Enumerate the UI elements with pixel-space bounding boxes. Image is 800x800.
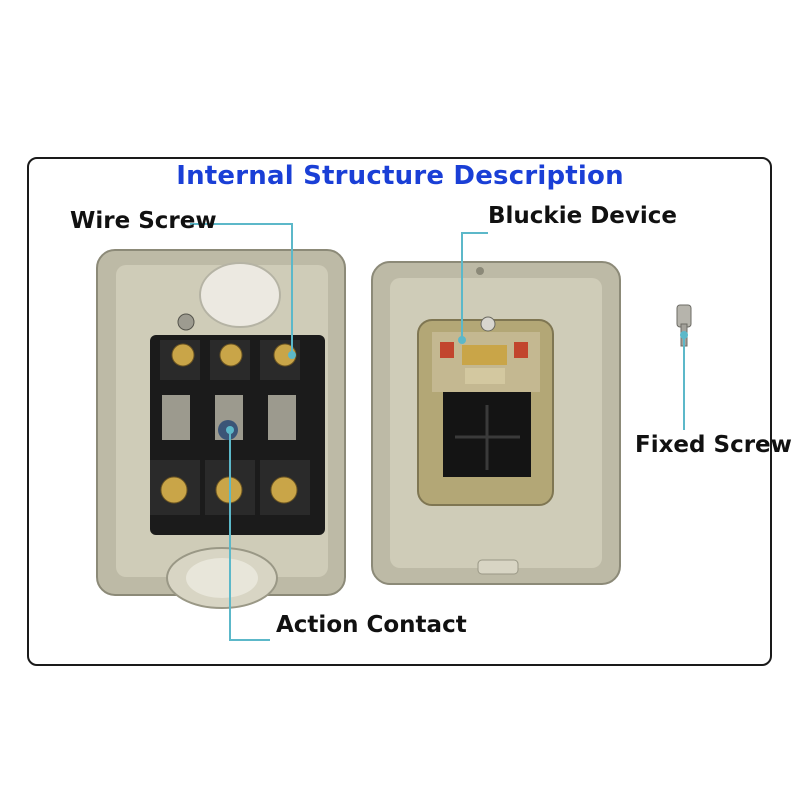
fixed-screw-label: Fixed Screw [635,432,792,458]
bluckie-device-label: Bluckie Device [488,203,678,229]
fixed-screw-part [676,304,692,347]
page-title: Internal Structure Description [176,161,624,191]
action-contact-label: Action Contact [276,612,467,638]
left-housing [96,249,346,609]
right-housing [371,261,621,585]
wire-screw-label: Wire Screw [70,208,217,234]
